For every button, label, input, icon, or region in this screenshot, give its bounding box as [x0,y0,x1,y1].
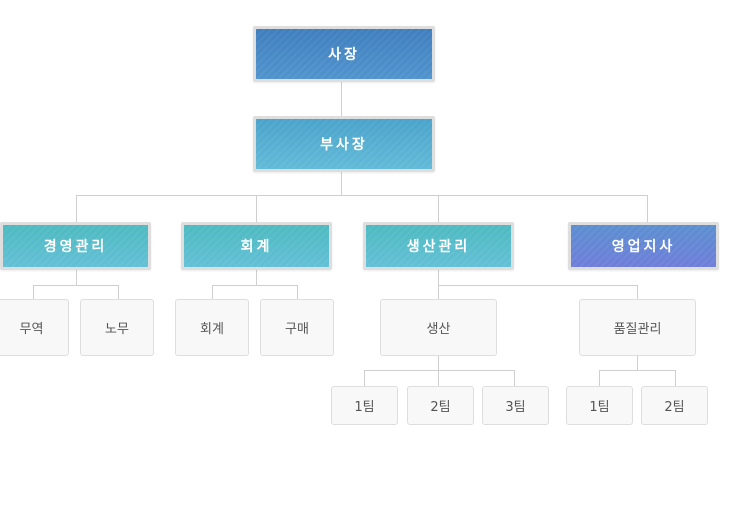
connector-line [438,355,439,387]
division-sales-branch-box: 영업지사 [568,222,719,270]
ceo-label: 사장 [328,47,360,63]
division-management-box: 경영관리 [0,222,151,270]
connector-line [33,285,119,286]
division-production-management-label: 생산관리 [406,239,471,255]
connector-line [341,171,342,196]
connector-line [438,195,439,223]
connector-line [514,370,515,387]
connector-line [599,370,600,387]
connector-line [256,195,257,223]
quality-team-1-label: 1팀 [589,400,610,415]
connector-line [76,195,648,196]
connector-line [212,285,298,286]
production-team-2-label: 2팀 [430,400,451,415]
vice-president-label: 부사장 [320,137,368,153]
quality-team-1-box: 1팀 [566,386,633,425]
connector-line [256,269,257,285]
connector-line [637,355,638,371]
connector-line [599,370,676,371]
production-team-3-box: 3팀 [482,386,549,425]
dept-quality-box: 품질관리 [579,299,696,356]
dept-trade-label: 무역 [19,322,44,337]
division-production-management-box: 생산관리 [363,222,514,270]
dept-purchasing-box: 구매 [260,299,334,356]
production-team-1-box: 1팀 [331,386,398,425]
dept-production-box: 생산 [380,299,497,356]
division-sales-branch-label: 영업지사 [611,239,676,255]
connector-line [637,285,638,300]
connector-line [118,285,119,300]
connector-line [675,370,676,387]
production-team-2-box: 2팀 [407,386,474,425]
production-team-1-label: 1팀 [354,400,375,415]
dept-accounting-box: 회계 [175,299,249,356]
dept-production-label: 생산 [426,322,451,337]
division-accounting-label: 회계 [240,239,273,255]
dept-trade-box: 무역 [0,299,69,356]
connector-line [364,370,365,387]
connector-line [341,81,342,117]
connector-line [297,285,298,300]
connector-line [76,269,77,285]
dept-labor-box: 노무 [80,299,154,356]
connector-line [364,370,515,371]
ceo-box: 사장 [253,26,435,82]
connector-line [647,195,648,223]
dept-purchasing-label: 구매 [285,322,309,337]
connector-line [33,285,34,300]
connector-line [76,195,77,223]
connector-line [438,269,439,300]
connector-line [438,285,638,286]
connector-line [212,285,213,300]
division-accounting-box: 회계 [181,222,332,270]
vice-president-box: 부사장 [253,116,435,172]
quality-team-2-label: 2팀 [664,400,685,415]
quality-team-2-box: 2팀 [641,386,708,425]
production-team-3-label: 3팀 [505,400,526,415]
dept-quality-label: 품질관리 [613,322,662,337]
dept-accounting-label: 회계 [200,322,224,337]
division-management-label: 경영관리 [43,239,108,255]
dept-labor-label: 노무 [105,322,129,337]
